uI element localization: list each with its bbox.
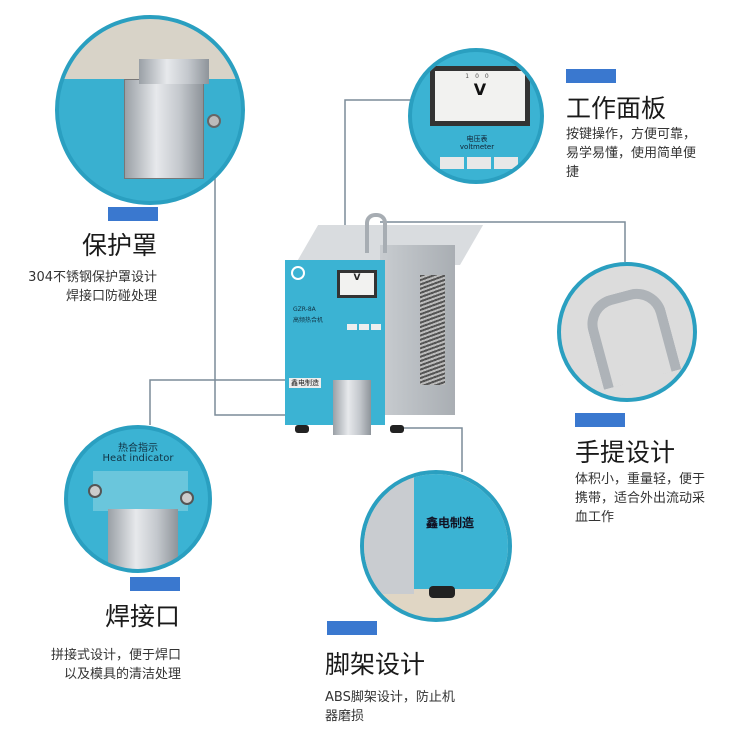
machine-name: 高频热合机 [293, 317, 324, 324]
connector-handle [380, 221, 626, 262]
model-label: GZR-8A [293, 306, 316, 313]
heat-label-cn: 热合指示 [118, 443, 158, 454]
weld-cover [333, 380, 371, 435]
feature-title-weld: 焊接口 [104, 602, 180, 631]
connector-foot [390, 427, 463, 472]
meter: V [337, 270, 377, 298]
button-adjust[interactable] [440, 157, 464, 169]
foot [295, 425, 309, 433]
button[interactable] [347, 324, 357, 330]
connector-heat [149, 379, 340, 425]
cover-detail-image [55, 15, 245, 205]
screw-icon [88, 484, 102, 498]
feature-desc-cover: 304不锈钢保护罩设计焊接口防碰处理 [28, 270, 157, 304]
accent-bar [327, 621, 377, 635]
button-normal[interactable] [467, 157, 491, 169]
handle-detail-image [557, 262, 697, 402]
feature-title-handle: 手提设计 [575, 438, 676, 467]
weld-port-detail-image: 热合指示 Heat indicator [64, 425, 212, 573]
feature-desc-handle: 体积小，重量轻，便于携带，适合外出流动采血工作 [575, 472, 706, 525]
connector-panel [344, 99, 415, 275]
logo-icon [291, 266, 305, 280]
accent-bar [575, 413, 625, 427]
machine: V GZR-8A 高频热合机 鑫电制造 [285, 205, 484, 440]
feature-title-foot: 脚架设计 [325, 650, 426, 679]
feature-desc-panel: 按键操作，方便可靠，易学易懂，使用简单便捷 [566, 127, 697, 180]
accent-bar [130, 577, 180, 591]
feature-desc-weld: 拼接式设计，便于焊口以及模具的清洁处理 [50, 648, 181, 682]
front-panel: V GZR-8A 高频热合机 鑫电制造 [285, 260, 385, 435]
foot [390, 425, 404, 433]
handle[interactable] [365, 213, 387, 253]
voltmeter: 100 V [430, 66, 530, 126]
accent-bar [108, 207, 158, 221]
screw-icon [180, 491, 194, 505]
feature-title-panel: 工作面板 [566, 94, 667, 123]
button[interactable] [359, 324, 369, 330]
feature-title-cover: 保护罩 [81, 231, 157, 260]
meter-label-en: voltmeter [459, 143, 495, 151]
button-boost[interactable] [494, 157, 518, 169]
panel-detail-image: 100 V 电压表 voltmeter [408, 48, 544, 184]
brand-label: 鑫电制造 [426, 516, 475, 530]
heat-label-en: Heat indicator [102, 453, 174, 464]
foot-detail-image: 鑫电制造 [360, 470, 512, 622]
brand-label: 鑫电制造 [289, 378, 321, 388]
meter-label-cn: 电压表 [466, 135, 488, 143]
screw-icon [207, 114, 221, 128]
foot [429, 586, 455, 598]
accent-bar [566, 69, 616, 83]
steel-cover [124, 79, 204, 179]
feature-desc-foot: ABS脚架设计，防止机器磨损 [325, 690, 455, 724]
button[interactable] [371, 324, 381, 330]
